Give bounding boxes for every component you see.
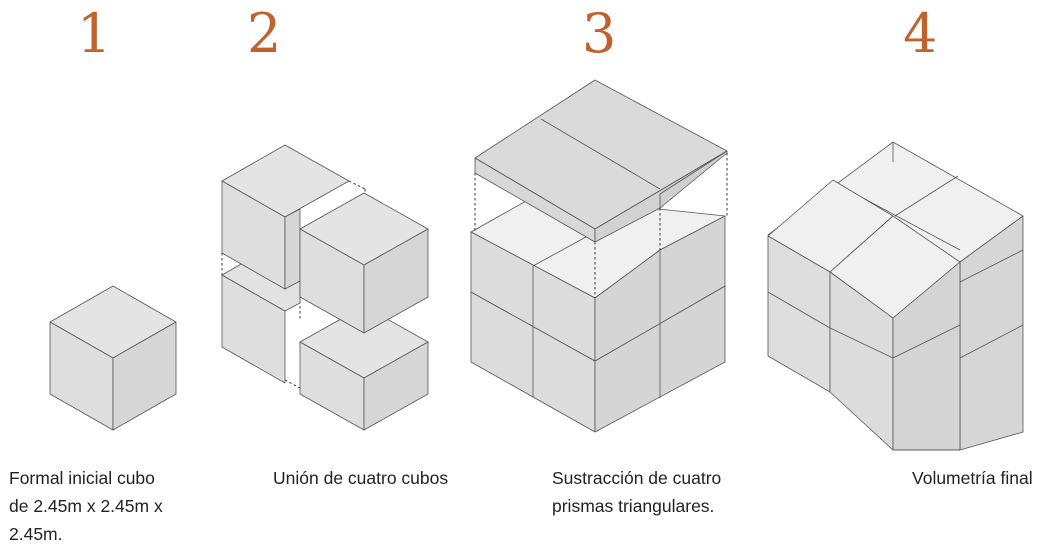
step-2-cubes — [221, 144, 429, 431]
step-3-caption: Sustracción de cuatro prismas triangular… — [552, 464, 721, 520]
cube-back-top — [221, 144, 350, 290]
lifted-prisms — [474, 79, 728, 243]
caption-line: Formal inicial cubo — [9, 468, 155, 488]
caption-line: 2.45m. — [9, 524, 63, 544]
cube-front-bottom — [299, 305, 429, 431]
cube-right-face — [112, 321, 177, 431]
step-4-caption: Volumetría final — [912, 464, 1033, 492]
step-2-number: 2 — [247, 2, 282, 65]
caption-line: Volumetría final — [912, 468, 1033, 488]
step-3-guide-lines — [474, 153, 728, 298]
cube-front-top — [299, 192, 429, 334]
caption-line: Sustracción de cuatro — [552, 468, 722, 488]
step-3-volume — [470, 79, 728, 433]
caption-line: prismas triangulares. — [552, 496, 715, 516]
caption-line: Unión de cuatro cubos — [273, 468, 449, 488]
step-1-cube — [49, 285, 177, 431]
step-1-number: 1 — [77, 2, 112, 65]
step-2-caption: Unión de cuatro cubos — [273, 464, 448, 492]
step-4-volume — [767, 141, 1024, 451]
caption-line: de 2.45m x 2.45m x — [9, 496, 163, 516]
step-4-number: 4 — [903, 2, 938, 65]
step-3-number: 3 — [582, 2, 617, 65]
step-1-caption: Formal inicial cubo de 2.45m x 2.45m x 2… — [9, 464, 163, 548]
